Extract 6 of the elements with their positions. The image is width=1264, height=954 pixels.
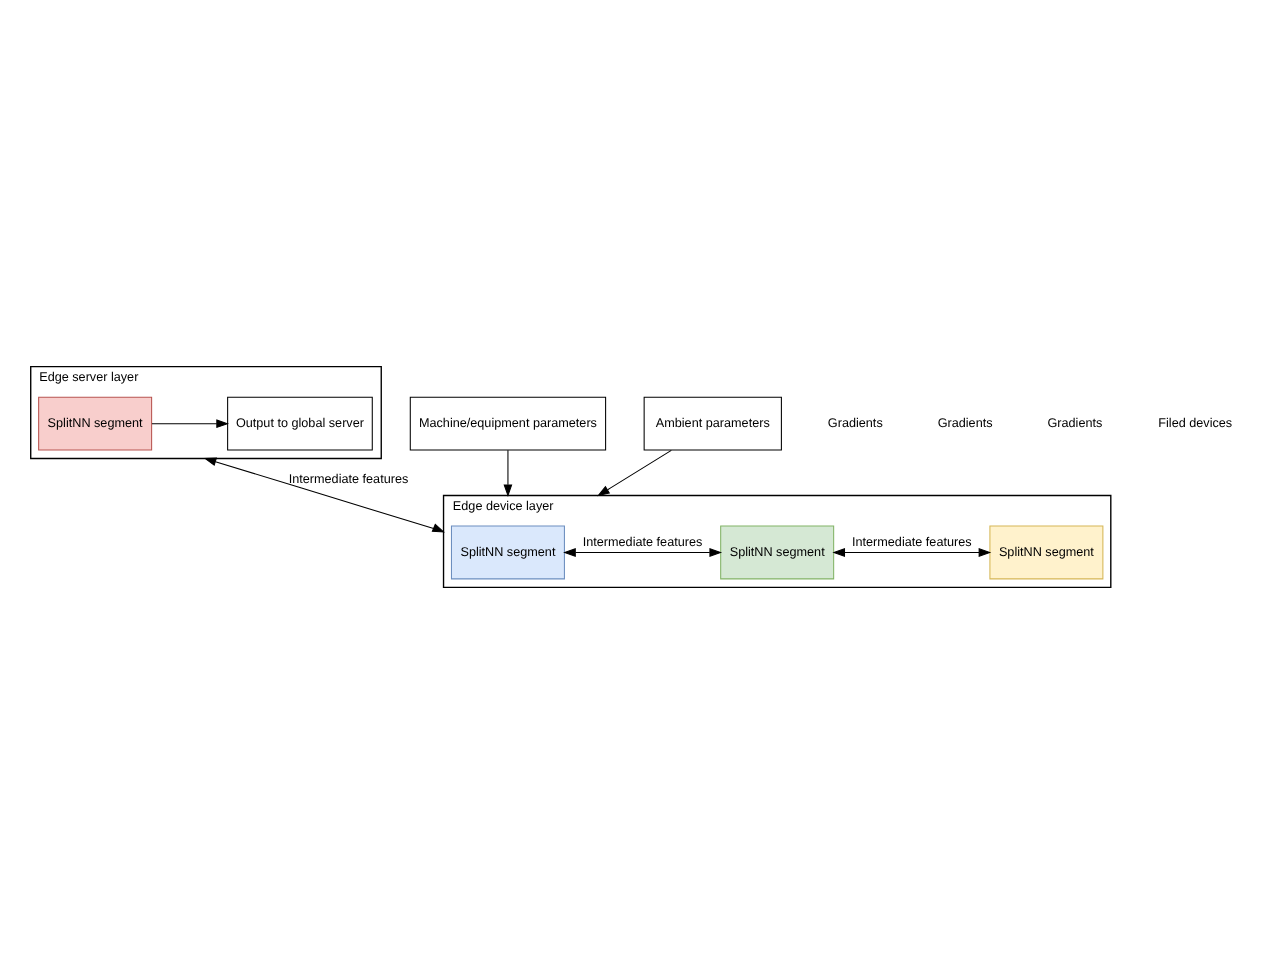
arrow xyxy=(563,548,723,557)
arrow xyxy=(151,419,229,429)
arrow xyxy=(503,449,513,498)
arrow xyxy=(832,548,992,557)
arrow xyxy=(597,449,672,497)
arrow xyxy=(203,457,445,533)
